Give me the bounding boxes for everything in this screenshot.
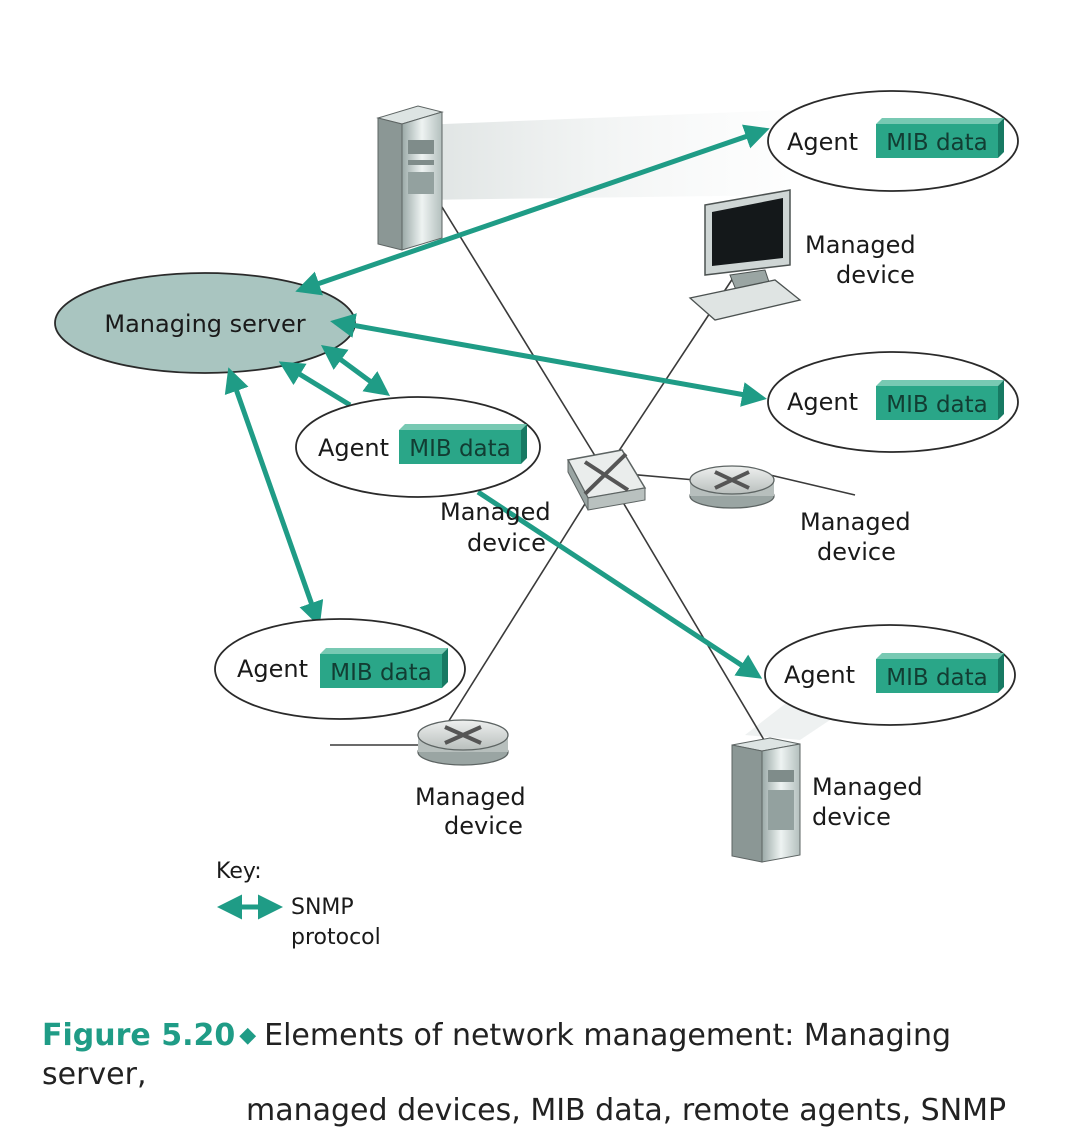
computer-icon [688,189,802,321]
caption-line-1: Elements of network management: Managing… [42,1018,952,1092]
agent-label: Agent [784,661,855,689]
svg-text:device: device [817,538,896,566]
svg-text:device: device [467,529,546,557]
agent-label: Agent [787,388,858,416]
mib-data-block: MIB data [876,118,1004,158]
agent-label: Agent [787,128,858,156]
mib-data-label: MIB data [330,660,432,686]
svg-text:device: device [836,261,915,289]
mib-data-label: MIB data [886,392,988,418]
switch-icon [566,449,647,511]
key-item-line2: protocol [291,925,381,950]
router-right-icon [689,465,775,509]
svg-text:Managed: Managed [415,783,526,811]
managing-server-label: Managing server [104,310,305,338]
managed-device-label-server-bottom: Managed device [812,773,923,831]
mib-data-label: MIB data [409,436,511,462]
server-tower-bottom-icon [731,737,801,863]
managed-device-label-computer: Managed device [805,231,916,289]
mib-data-block: MIB data [399,424,527,464]
managed-device-label-router-bottom: Managed device [415,783,526,840]
figure-caption: Figure 5.20◆Elements of network manageme… [42,1018,1042,1129]
agent-bottom-left: Agent MIB data [214,618,466,720]
figure-number: Figure 5.20 [42,1018,236,1053]
diamond-bullet-icon: ◆ [239,1023,257,1048]
svg-text:Managed: Managed [812,773,923,801]
svg-text:Managed: Managed [440,498,551,526]
svg-text:Managed: Managed [805,231,916,259]
agent-bottom-right: Agent MIB data [764,624,1016,726]
server-tower-icon [376,105,444,251]
mib-data-label: MIB data [886,665,988,691]
mib-data-block: MIB data [876,380,1004,420]
agent-label: Agent [237,655,308,683]
key-title: Key: [216,859,262,884]
svg-text:device: device [444,812,523,840]
managed-device-label-router-right: Managed device [800,508,911,566]
legend-key: Key: SNMP protocol [216,859,381,950]
agent-center: Agent MIB data [295,396,541,498]
agent-mid-right: Agent MIB data [767,351,1019,453]
agent-top-right: Agent MIB data [767,90,1019,192]
svg-text:Managed: Managed [800,508,911,536]
svg-text:device: device [812,803,891,831]
key-item-line1: SNMP [291,895,354,920]
caption-line-2: managed devices, MIB data, remote agents… [246,1093,1007,1128]
mib-data-block: MIB data [876,653,1004,693]
agent-label: Agent [318,434,389,462]
router-bottom-icon [417,719,509,766]
snmp-arrows [224,124,770,679]
managed-device-label-switch: Managed device [440,498,551,557]
mib-data-label: MIB data [886,130,988,156]
mib-data-block: MIB data [320,648,448,688]
